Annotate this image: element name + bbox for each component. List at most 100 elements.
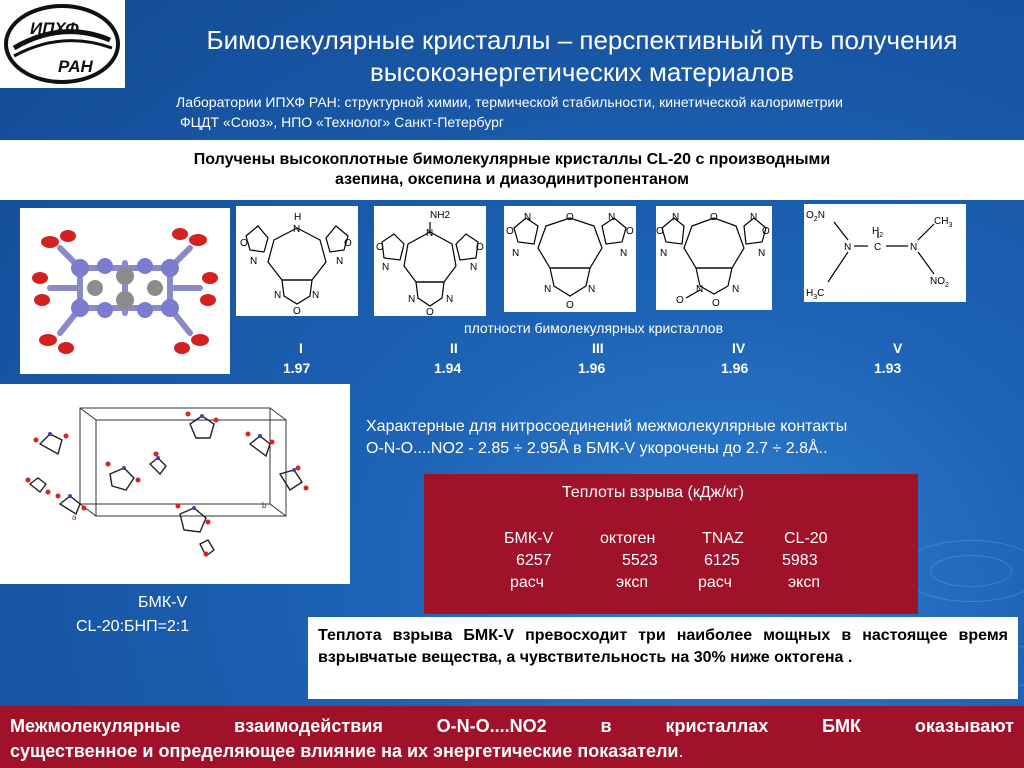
heat-header: TNAZ xyxy=(702,530,744,547)
struct-label: N xyxy=(382,262,389,273)
density-value-III: 1.96 xyxy=(578,360,606,376)
subtitle-orgs: ФЦДТ «Союз», НПО «Технолог» Санкт-Петерб… xyxy=(180,114,504,130)
struct-label: O xyxy=(710,212,718,223)
struct-label: 2 xyxy=(879,232,883,239)
structure-V: O2N N H2 C N CH3 NO2 H3C xyxy=(804,204,966,302)
struct-label: N xyxy=(588,284,595,295)
explosion-heat-table: Теплоты взрыва (кДж/кг) БМК-V октоген TN… xyxy=(424,474,918,614)
struct-label: H xyxy=(872,226,879,237)
struct-label: N xyxy=(672,212,679,223)
struct-label: N xyxy=(750,212,757,223)
struct-label: O xyxy=(566,300,574,311)
struct-label: N xyxy=(446,294,453,305)
cl20-molecule-image xyxy=(20,208,230,374)
heat-method: расч xyxy=(698,574,732,591)
title-line-2: высокоэнергетических материалов xyxy=(369,57,794,87)
struct-label: N xyxy=(426,228,433,239)
struct-label: N xyxy=(620,248,627,259)
struct-label: C xyxy=(874,242,881,253)
structure-I: H N O O N N N N O xyxy=(236,206,358,317)
struct-label: O xyxy=(240,238,248,249)
struct-label: 3 xyxy=(813,294,817,301)
heat-title: Теплоты взрыва (кДж/кг) xyxy=(562,484,744,501)
density-label-V: V xyxy=(893,340,903,356)
structure-IV: O N N O O N N N N O O xyxy=(656,206,772,310)
result-line-2: азепина, оксепина и диазодинитропентаном xyxy=(335,171,689,188)
struct-label: C xyxy=(817,288,824,299)
bottom-line-2-end: . xyxy=(678,741,684,761)
svg-text:CH3: CH3 xyxy=(934,216,952,229)
logo-bottom-text: РАН xyxy=(58,57,94,76)
struct-label: O xyxy=(376,242,384,253)
struct-label: 3 xyxy=(948,222,952,229)
heat-value: 6125 xyxy=(704,552,740,569)
struct-label: N xyxy=(524,212,531,223)
institute-logo: ИПХФ РАН xyxy=(0,0,125,88)
bottom-banner: Межмолекулярные взаимодействия O-N-O....… xyxy=(0,706,1024,768)
struct-label: 2 xyxy=(814,216,818,223)
struct-label: H xyxy=(294,212,301,223)
result-line-1: Получены высокоплотные бимолекулярные кр… xyxy=(193,151,831,168)
bottom-line-1: Межмолекулярные взаимодействия O-N-O....… xyxy=(10,716,1014,736)
struct-label: N xyxy=(844,242,851,253)
subtitle-labs: Лаборатории ИПХФ РАН: структурной химии,… xyxy=(176,94,843,110)
slide-title: Бимолекулярные кристаллы – перспективный… xyxy=(140,24,1024,88)
contacts-line-2: O-N-O....NO2 - 2.85 ÷ 2.95Å в БМК-V укор… xyxy=(366,440,828,457)
struct-label: O xyxy=(656,226,664,237)
struct-label: O xyxy=(566,212,574,223)
svg-text:H3C: H3C xyxy=(806,288,824,301)
heat-value: 6257 xyxy=(516,552,552,569)
struct-label: CH xyxy=(934,216,948,227)
struct-label: N xyxy=(512,248,519,259)
title-line-1: Бимолекулярные кристаллы – перспективный… xyxy=(206,25,958,55)
density-value-I: 1.97 xyxy=(283,360,311,376)
struct-label: N xyxy=(336,256,343,267)
struct-label: NH2 xyxy=(430,210,450,221)
heat-method: расч xyxy=(510,574,544,591)
density-label-III: III xyxy=(592,340,604,356)
axis-a-label: a xyxy=(72,513,77,522)
density-value-IV: 1.96 xyxy=(721,360,749,376)
density-label-I: I xyxy=(299,340,303,356)
struct-label: O xyxy=(476,242,484,253)
struct-label: O xyxy=(676,295,684,306)
struct-label: N xyxy=(910,242,917,253)
struct-label: O xyxy=(344,238,352,249)
logo-top-text: ИПХФ xyxy=(30,19,79,38)
struct-label: N xyxy=(608,212,615,223)
densities-title: плотности бимолекулярных кристаллов xyxy=(464,320,724,336)
struct-label: N xyxy=(274,290,281,301)
density-value-V: 1.93 xyxy=(874,360,902,376)
struct-label: N xyxy=(250,256,257,267)
svg-text:O2N: O2N xyxy=(806,210,825,223)
heat-header: БМК-V xyxy=(504,530,554,547)
svg-text:NO2: NO2 xyxy=(930,276,949,289)
struct-label: O xyxy=(626,226,634,237)
heat-method: эксп xyxy=(788,574,821,591)
conclusion-text: Теплота взрыва БМК-V превосходит три наи… xyxy=(308,617,1018,699)
struct-label: N xyxy=(696,284,703,295)
struct-label: N xyxy=(408,294,415,305)
struct-label: H xyxy=(806,288,813,299)
struct-label: O xyxy=(762,226,770,237)
contacts-line-1: Характерные для нитросоединений межмолек… xyxy=(366,418,848,435)
packing-ratio: CL-20:БНП=2:1 xyxy=(76,618,190,635)
struct-label: O xyxy=(426,307,434,316)
struct-label: N xyxy=(660,248,667,259)
structure-II: NH2 N O O N N N N O xyxy=(374,206,486,318)
struct-label: NO xyxy=(930,276,945,287)
density-label-II: II xyxy=(450,340,458,356)
heat-value: 5983 xyxy=(782,552,818,569)
struct-label: N xyxy=(732,284,739,295)
heat-value: 5523 xyxy=(622,552,658,569)
svg-text:H2: H2 xyxy=(872,226,883,239)
struct-label: 2 xyxy=(945,282,949,289)
struct-label: N xyxy=(470,262,477,273)
struct-label: O xyxy=(712,298,720,309)
struct-label: O xyxy=(806,210,814,221)
heat-header: октоген xyxy=(600,530,656,547)
result-banner: Получены высокоплотные бимолекулярные кр… xyxy=(0,140,1024,200)
heat-header: CL-20 xyxy=(784,530,828,547)
struct-label: N xyxy=(818,210,825,221)
packing-caption: БМК-V xyxy=(138,594,188,611)
